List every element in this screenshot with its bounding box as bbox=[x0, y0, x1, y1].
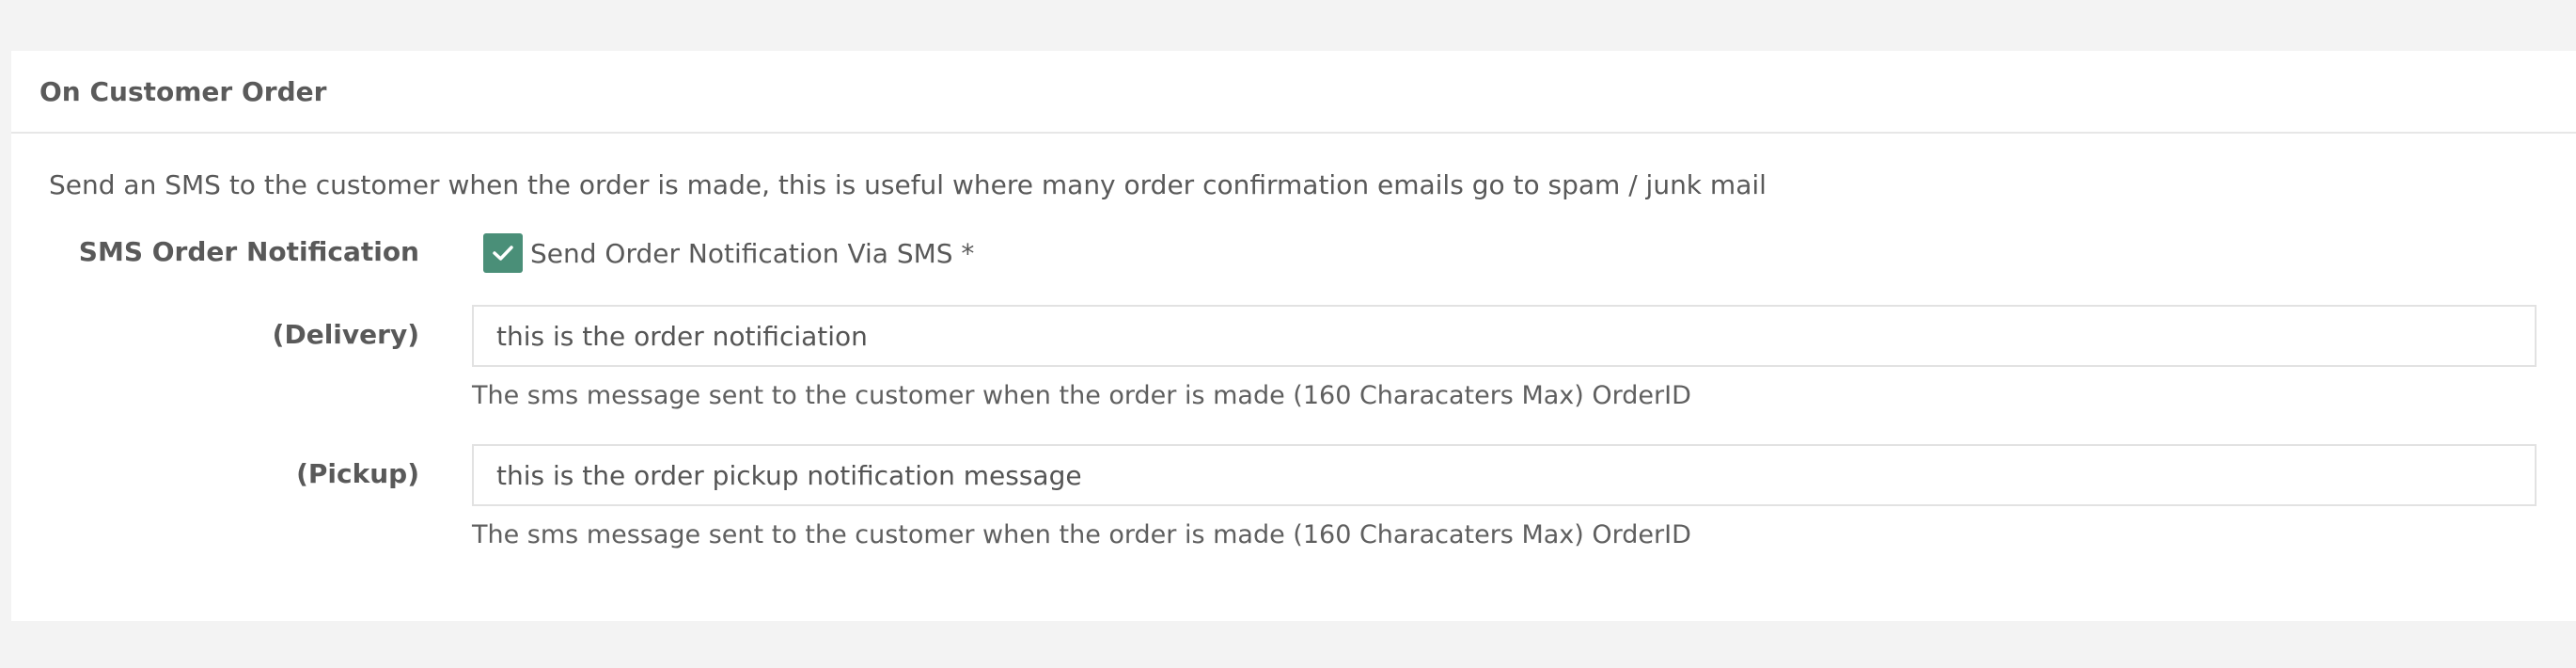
panel-description: Send an SMS to the customer when the ord… bbox=[49, 169, 1767, 200]
pickup-help-text: The sms message sent to the customer whe… bbox=[472, 520, 1691, 549]
delivery-help-text: The sms message sent to the customer whe… bbox=[472, 381, 1691, 410]
check-icon bbox=[493, 246, 513, 261]
delivery-label: (Delivery) bbox=[272, 319, 419, 350]
sms-order-notification-label: SMS Order Notification bbox=[78, 236, 419, 267]
sms-notification-checkbox-group[interactable]: Send Order Notification Via SMS * bbox=[483, 233, 974, 273]
on-customer-order-panel: On Customer Order Send an SMS to the cus… bbox=[11, 51, 2576, 621]
sms-notification-checkbox-label: Send Order Notification Via SMS * bbox=[530, 237, 975, 269]
panel-header: On Customer Order bbox=[11, 51, 2576, 134]
sms-notification-checkbox[interactable] bbox=[483, 233, 523, 273]
pickup-label: (Pickup) bbox=[296, 458, 419, 489]
pickup-message-input[interactable] bbox=[472, 444, 2537, 506]
panel-title: On Customer Order bbox=[39, 75, 327, 107]
delivery-message-input[interactable] bbox=[472, 305, 2537, 367]
